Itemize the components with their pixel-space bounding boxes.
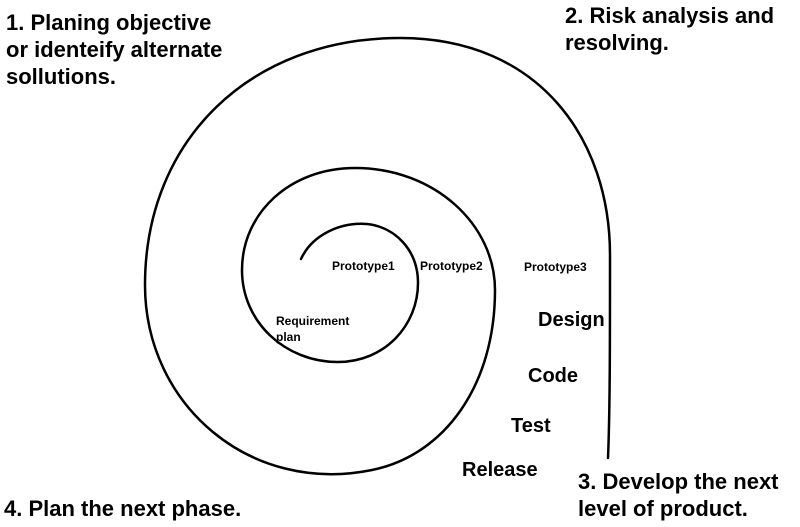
quadrant-2-label: 2. Risk analysis and resolving. [565, 3, 775, 55]
step-release: Release [462, 459, 538, 481]
spiral-line [143, 36, 612, 476]
requirement-plan-label: Requirement plan [276, 314, 350, 344]
prototype-3-label: Prototype3 [524, 260, 587, 274]
step-test: Test [511, 415, 551, 437]
prototype-2-label: Prototype2 [420, 259, 483, 273]
prototype-1-label: Prototype1 [332, 259, 395, 273]
quadrant-4-label: 4. Plan the next phase. [4, 496, 242, 521]
quadrant-3-label: 3. Develop the next level of product. [578, 469, 779, 521]
step-code: Code [528, 365, 578, 387]
quadrant-1-label: 1. Planing objective or identeify altern… [6, 10, 223, 89]
step-design: Design [538, 309, 605, 331]
